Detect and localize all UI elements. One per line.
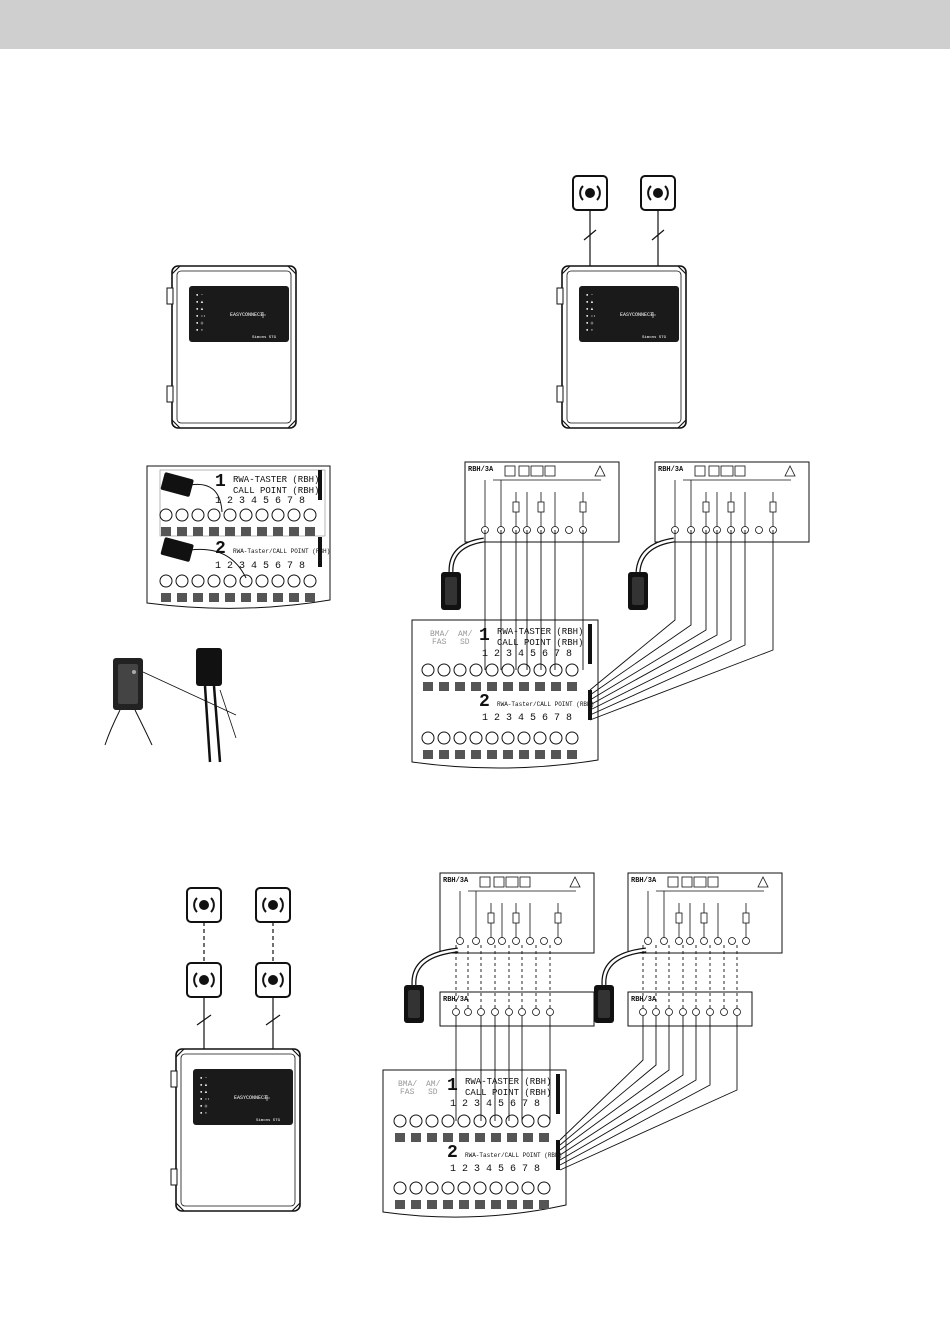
group-am-2: AM/	[426, 1080, 441, 1089]
rbh-box-2b	[627, 872, 783, 954]
group-sd-2: SD	[428, 1088, 438, 1097]
wiring-section-2	[455, 1016, 738, 1171]
terminal-panel-main-2	[382, 1069, 567, 1218]
block-number-1a: 1	[215, 472, 226, 492]
call-point-top-1	[572, 175, 676, 266]
block-number-1b: 1	[479, 626, 490, 646]
rbh-tool-1	[441, 537, 675, 610]
header-bar	[0, 0, 950, 49]
section1-line1c: RWA-TASTER (RBH)	[465, 1077, 551, 1087]
call-points-section-2	[186, 887, 291, 1049]
enclosure-left-1	[166, 265, 297, 429]
svg-text:1 2 3 4 5 6 7 8: 1 2 3 4 5 6 7 8	[450, 1164, 540, 1175]
rbh-label-1b: RBH/3A	[658, 466, 684, 474]
rbh-tool-2	[404, 947, 647, 1023]
terminal-panel-small	[146, 465, 331, 609]
group-fas-2: FAS	[400, 1088, 415, 1097]
rbh-label-1a: RBH/3A	[468, 466, 494, 474]
block-number-2a: 2	[215, 539, 226, 559]
rbh-box-2a	[439, 872, 595, 954]
enclosure-section-2	[170, 1048, 301, 1212]
section1-line2a: CALL POINT (RBH)	[233, 486, 319, 496]
block-number-1c: 1	[447, 1076, 458, 1096]
rbh-mid-label-2b: RBH/3A	[631, 996, 657, 1004]
terminal-numbers-a: 1 2 3 4 5 6 7 8 1 2 3 4 5 6 7 8	[215, 496, 305, 572]
section1-line2b: CALL POINT (RBH)	[497, 638, 583, 648]
block-number-2b: 2	[479, 692, 490, 712]
svg-text:1 2 3 4 5 6 7 8: 1 2 3 4 5 6 7 8	[482, 713, 572, 724]
rbh-mid-box-2a	[439, 991, 595, 1027]
group-bma-2: BMA/	[398, 1080, 417, 1089]
enclosure-right-1	[556, 265, 687, 429]
section2-label-a: RWA-Taster/CALL POINT (RBH)	[233, 548, 330, 555]
section2-label-b: RWA-Taster/CALL POINT (RBH)	[497, 701, 594, 708]
rbh-box-1a	[464, 461, 620, 543]
group-bma-1: BMA/	[430, 630, 449, 639]
rbh-mid-box-2b	[627, 991, 753, 1027]
group-am-1: AM/	[458, 630, 473, 639]
block-number-2c: 2	[447, 1143, 458, 1163]
svg-text:1 2 3 4 5 6 7 8: 1 2 3 4 5 6 7 8	[215, 561, 305, 572]
rbh-box-1b	[654, 461, 810, 543]
wiring-section-1	[484, 530, 774, 721]
group-fas-1: FAS	[432, 638, 447, 647]
svg-text:1 2 3 4 5 6 7 8: 1 2 3 4 5 6 7 8	[215, 496, 305, 507]
group-sd-1: SD	[460, 638, 470, 647]
section1-line1b: RWA-TASTER (RBH)	[497, 627, 583, 637]
section2-label-c: RWA-Taster/CALL POINT (RBH)	[465, 1152, 562, 1159]
rbh-label-2b: RBH/3A	[631, 877, 657, 885]
section1-line1a: RWA-TASTER (RBH)	[233, 475, 319, 485]
section1-line2c: CALL POINT (RBH)	[465, 1088, 551, 1098]
wiring-section-2-dashed	[455, 945, 738, 1008]
rbh-label-2a: RBH/3A	[443, 877, 469, 885]
call-point-sensor	[104, 648, 237, 763]
